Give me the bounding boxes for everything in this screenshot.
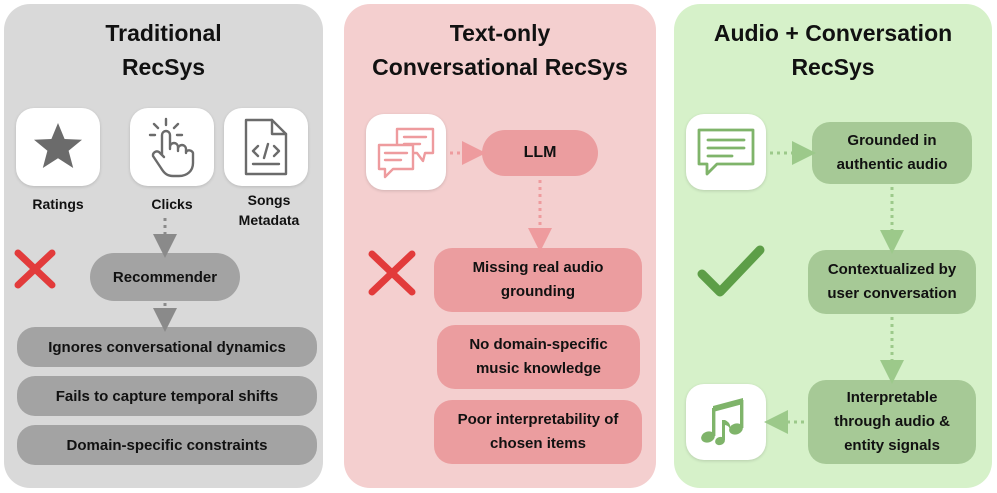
limitation-item: Poor interpretability of chosen items <box>434 400 642 464</box>
green-arrows <box>764 141 904 434</box>
strength-item: Grounded in authentic audio <box>812 122 972 184</box>
star-icon <box>34 123 82 168</box>
clicks-tile <box>130 108 214 186</box>
recommender-box: Recommender <box>90 253 240 301</box>
strength-item: Contextualized by user conversation <box>808 250 976 314</box>
message-input-tile <box>686 114 766 190</box>
limitation-item: Missing real audio grounding <box>434 248 642 312</box>
ratings-tile <box>16 108 100 186</box>
clicks-label: Clicks <box>151 196 193 212</box>
pink-arrows <box>450 141 552 252</box>
panel-title: Text-only Conversational RecSys <box>372 20 628 80</box>
limitation-item: Fails to capture temporal shifts <box>17 376 317 416</box>
chat-bubbles-icon <box>377 127 435 179</box>
metadata-tile <box>224 108 308 186</box>
message-lines-icon <box>697 128 755 176</box>
panel-title: Audio + Conversation RecSys <box>713 20 953 80</box>
music-notes-icon <box>701 398 744 446</box>
limitation-item: No domain-specific music knowledge <box>437 325 640 389</box>
llm-box: LLM <box>482 130 598 176</box>
cross-mark-icon <box>368 250 416 296</box>
ratings-label: Ratings <box>32 196 84 212</box>
cross-mark-icon <box>14 249 56 289</box>
check-mark-icon <box>697 245 765 297</box>
chat-input-tile <box>366 114 446 190</box>
limitation-item: Ignores conversational dynamics <box>17 327 317 367</box>
songs-metadata-label: Songs Metadata <box>238 192 300 228</box>
strength-item: Interpretable through audio & entity sig… <box>808 380 976 464</box>
code-document-icon <box>244 118 288 176</box>
pointer-hand-icon <box>148 117 195 178</box>
music-output-tile <box>686 384 766 460</box>
limitation-item: Domain-specific constraints <box>17 425 317 465</box>
panel-title: Traditional RecSys <box>105 20 222 80</box>
